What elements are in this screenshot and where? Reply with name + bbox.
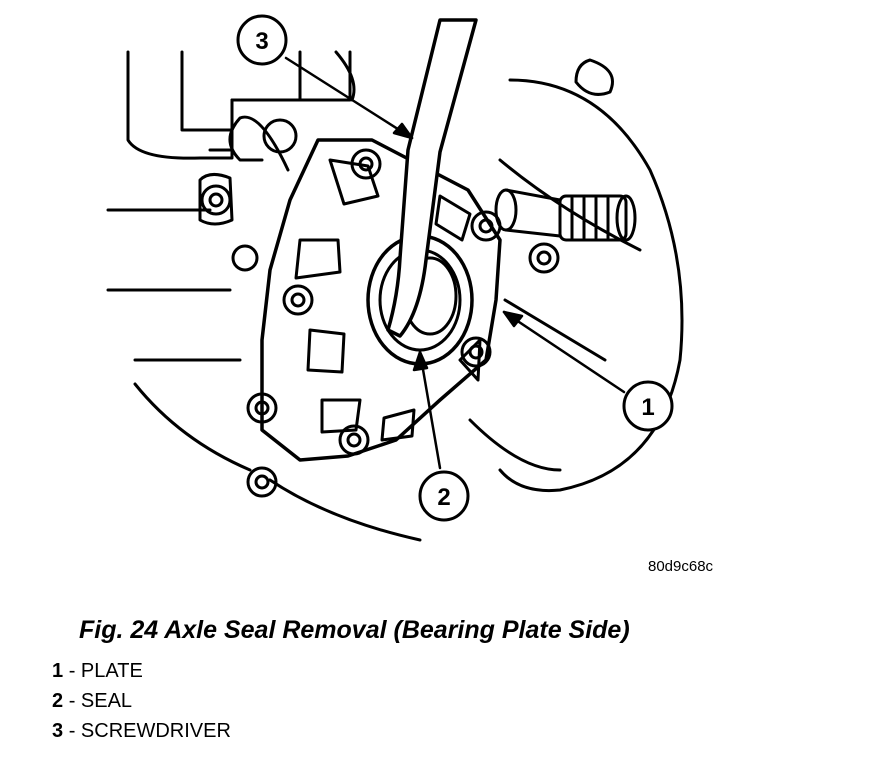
plate-bolts <box>200 148 560 498</box>
leader-line-2 <box>418 350 442 470</box>
axle-seal-removal-illustration: 3 1 2 <box>106 14 684 542</box>
bolt <box>282 284 314 316</box>
bolt <box>528 242 560 274</box>
legend-item: 1 - PLATE <box>52 660 143 683</box>
output-shaft <box>494 188 637 242</box>
legend-number: 2 <box>52 690 64 712</box>
legend-item: 2 - SEAL <box>52 690 132 713</box>
leader-line-1 <box>502 310 626 394</box>
callout-3: 3 <box>236 14 288 66</box>
figure-caption: Fig. 24 Axle Seal Removal (Bearing Plate… <box>79 616 630 644</box>
leader-line-3 <box>284 56 414 140</box>
bolt <box>460 336 492 368</box>
legend-number: 3 <box>52 720 64 742</box>
bolt <box>246 466 278 498</box>
bolt <box>338 424 370 456</box>
legend-label: - SCREWDRIVER <box>68 720 231 742</box>
screwdriver <box>386 18 478 338</box>
legend-item: 3 - SCREWDRIVER <box>52 720 231 743</box>
bolt <box>246 392 278 424</box>
legend-number: 1 <box>52 660 64 682</box>
callout-2-number: 2 <box>437 484 450 511</box>
bolt <box>350 148 382 180</box>
figure-id-code: 80d9c68c <box>648 558 714 575</box>
leader-lines <box>284 56 626 470</box>
leader-arrow-1 <box>502 310 524 328</box>
callout-2: 2 <box>418 470 470 522</box>
legend-label: - SEAL <box>68 690 133 712</box>
bearing-plate <box>198 115 502 462</box>
leader-arrow-2 <box>412 350 429 372</box>
callout-1-number: 1 <box>641 394 654 421</box>
bolt <box>200 184 232 216</box>
legend-label: - PLATE <box>68 660 143 682</box>
leader-arrow-3 <box>392 122 414 140</box>
callout-1: 1 <box>622 380 674 432</box>
callout-3-number: 3 <box>255 28 268 55</box>
